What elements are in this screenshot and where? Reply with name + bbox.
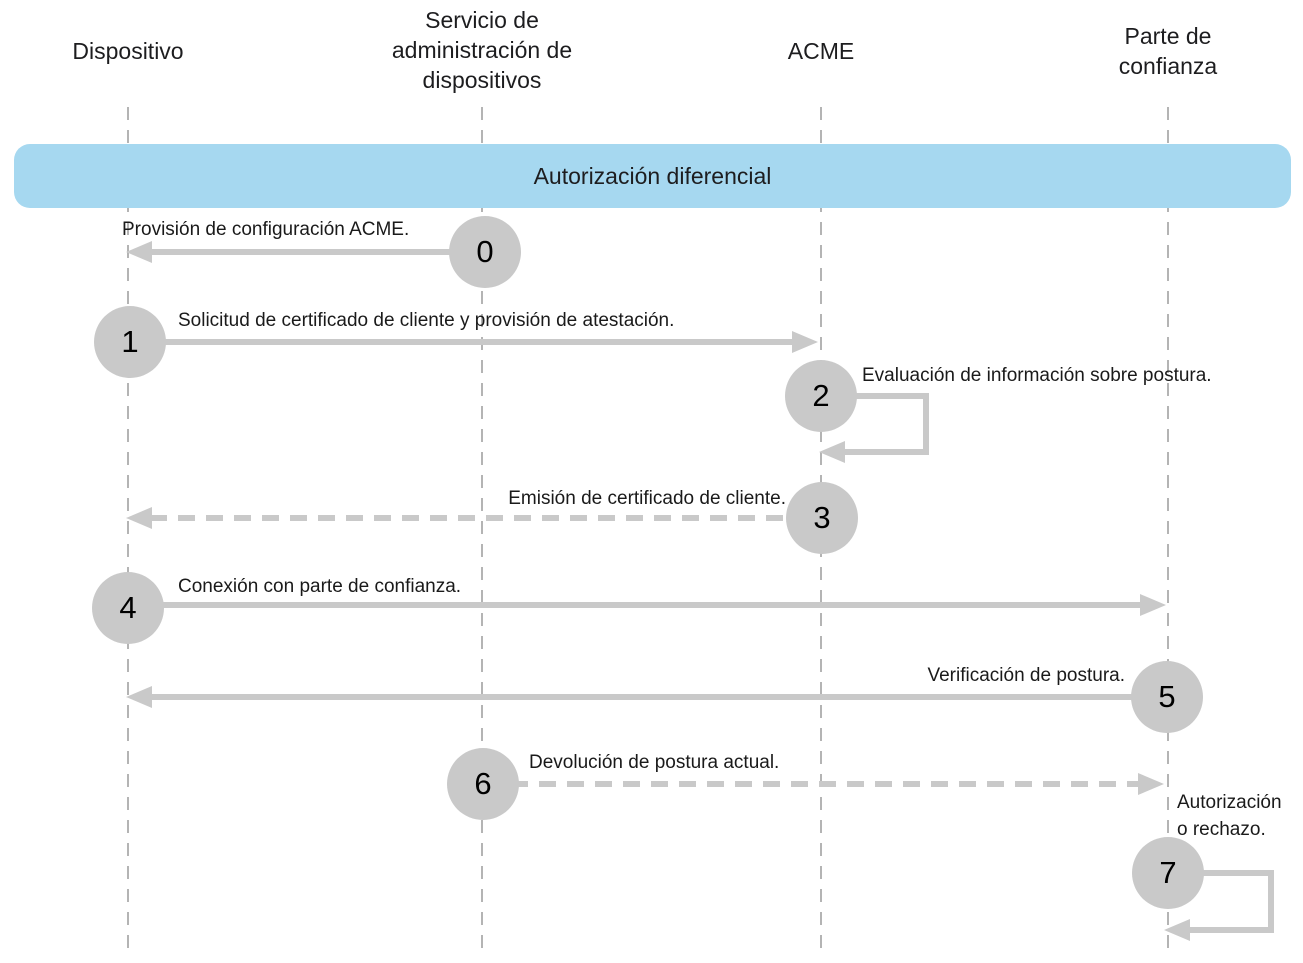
step-3-label: Emisión de certificado de cliente.	[508, 488, 786, 509]
participant-acme: ACME	[787, 38, 855, 64]
title-banner-label: Autorización diferencial	[533, 162, 772, 189]
step-7-label: Autorización o rechazo.	[1177, 792, 1282, 840]
step-2-arrowhead	[819, 441, 845, 463]
participant-parte-confianza: Parte de confianza	[1118, 23, 1218, 79]
step-2-self-loop	[845, 393, 929, 455]
step-4-arrow	[128, 602, 1140, 608]
participant-servicio-administracion: Servicio de administración de dispositiv…	[391, 7, 573, 93]
step-4-label: Conexión con parte de confianza.	[178, 576, 462, 597]
step-3-number: 3	[813, 500, 831, 535]
step-7-arrowhead	[1164, 919, 1190, 941]
step-0-label: Provisión de configuración ACME.	[122, 219, 410, 240]
step-2-number: 2	[812, 378, 830, 413]
step-5-arrow	[150, 694, 1167, 700]
step-3-arrow	[150, 515, 822, 521]
step-4-arrowhead	[1140, 594, 1166, 616]
step-6-arrowhead	[1138, 773, 1164, 795]
step-1-number: 1	[121, 324, 139, 359]
step-2-label: Evaluación de información sobre postura.	[862, 365, 1212, 386]
step-4-number: 4	[119, 590, 137, 625]
step-0-arrow	[150, 249, 485, 255]
step-0-number: 0	[476, 234, 494, 269]
step-6-arrow	[483, 781, 1138, 787]
participant-dispositivo: Dispositivo	[72, 38, 184, 64]
title-banner: Autorización diferencial	[14, 144, 1291, 208]
step-2-circle: 2	[785, 360, 857, 432]
step-5-label: Verificación de postura.	[927, 665, 1125, 686]
lifeline-dispositivo	[127, 107, 129, 956]
step-5-arrowhead	[126, 686, 152, 708]
step-5-circle: 5	[1131, 661, 1203, 733]
step-7-circle: 7	[1132, 837, 1204, 909]
step-4-circle: 4	[92, 572, 164, 644]
step-5-number: 5	[1158, 679, 1176, 714]
step-3-circle: 3	[786, 482, 858, 554]
step-0-circle: 0	[449, 216, 521, 288]
step-7-self-loop	[1190, 870, 1274, 933]
step-6-circle: 6	[447, 748, 519, 820]
lifeline-parte-confianza	[1167, 107, 1169, 956]
step-7-number: 7	[1159, 855, 1177, 890]
step-6-number: 6	[474, 766, 492, 801]
step-1-arrow	[130, 339, 792, 345]
step-3-arrowhead	[126, 507, 152, 529]
step-6-label: Devolución de postura actual.	[529, 752, 780, 773]
step-0-arrowhead	[126, 241, 152, 263]
step-1-circle: 1	[94, 306, 166, 378]
step-1-label: Solicitud de certificado de cliente y pr…	[178, 310, 675, 331]
lifeline-servicio-administracion	[481, 107, 483, 956]
step-1-arrowhead	[792, 331, 818, 353]
